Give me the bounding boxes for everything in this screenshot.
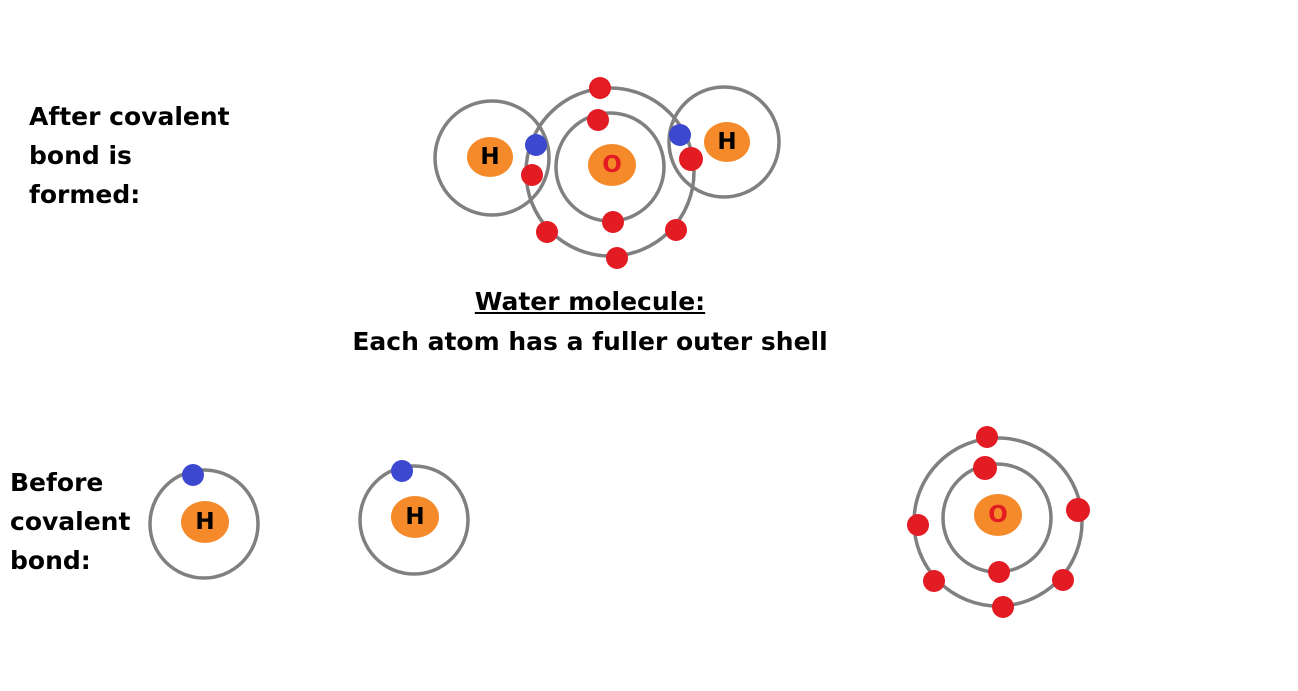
oxygen-electron — [589, 77, 611, 99]
hydrogen-symbol: H — [717, 129, 736, 155]
hydrogen-nucleus — [704, 122, 750, 162]
oxygen-symbol: O — [988, 502, 1008, 528]
oxygen-electron — [992, 596, 1014, 618]
oxygen-nucleus — [588, 144, 636, 186]
hydrogen-left-atom: H — [467, 137, 513, 177]
oxygen-electron — [976, 426, 998, 448]
oxygen-electron — [923, 570, 945, 592]
hydrogen-electron — [669, 124, 691, 146]
oxygen-atom: O — [588, 144, 636, 186]
hydrogen-shell — [148, 468, 260, 580]
oxygen-atom-before: O — [907, 426, 1090, 618]
water-molecule-title: Water molecule: — [474, 287, 706, 316]
hydrogen-nucleus — [181, 501, 229, 543]
hydrogen-atom-2: H — [358, 460, 470, 576]
oxygen-electron — [521, 164, 543, 186]
hydrogen-right-shell — [667, 85, 781, 199]
hydrogen-nucleus — [467, 137, 513, 177]
hydrogen-right-atom: H — [704, 122, 750, 162]
hydrogen-atom-1: H — [148, 464, 260, 580]
hydrogen-symbol: H — [405, 504, 424, 530]
oxygen-electron — [973, 456, 997, 480]
water-molecule-subtitle: Each atom has a fuller outer shell — [352, 327, 828, 356]
oxygen-electron — [665, 219, 687, 241]
hydrogen-electron — [391, 460, 413, 482]
before-bond-label: Before covalent bond: — [10, 468, 131, 575]
oxygen-electron — [988, 561, 1010, 583]
oxygen-electron — [907, 514, 929, 536]
oxygen-nucleus — [974, 494, 1022, 536]
oxygen-electron — [1066, 498, 1090, 522]
hydrogen-electron — [525, 134, 547, 156]
oxygen-electron — [606, 247, 628, 269]
oxygen-symbol: O — [602, 152, 622, 178]
hydrogen-nucleus — [391, 496, 439, 538]
hydrogen-shell — [358, 464, 470, 576]
hydrogen-symbol: H — [480, 144, 499, 170]
oxygen-electron — [536, 221, 558, 243]
hydrogen-electron — [182, 464, 204, 486]
hydrogen-left-shell — [433, 99, 551, 217]
oxygen-electron — [587, 109, 609, 131]
oxygen-electron — [679, 147, 703, 171]
after-bond-label: After covalent bond is formed: — [29, 102, 230, 209]
oxygen-electron — [602, 211, 624, 233]
hydrogen-symbol: H — [195, 509, 214, 535]
oxygen-electron — [1052, 569, 1074, 591]
water-molecule: H O H — [433, 77, 781, 269]
